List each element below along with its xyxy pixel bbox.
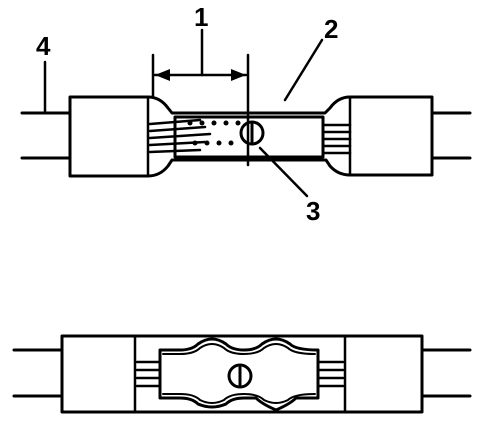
wire-strands-left-bottom — [135, 360, 162, 388]
wire-strands-right-top — [321, 123, 352, 155]
inspection-window-bottom — [227, 363, 253, 389]
splice-after-crimp — [12, 334, 472, 414]
callout-label-1: 1 — [194, 2, 208, 32]
wire-right-bottom — [420, 348, 472, 398]
wire-strands-right-bottom — [316, 360, 345, 388]
wire-strands-left-top — [148, 118, 212, 154]
shrink-sleeve-shrunk — [60, 334, 424, 414]
wire-left-bottom — [12, 348, 64, 398]
callout-label-2: 2 — [324, 14, 338, 44]
shrink-sleeve-outline — [68, 95, 434, 178]
wire-left-top — [20, 111, 72, 160]
leader-line-2 — [283, 38, 324, 102]
solder-dots — [187, 120, 241, 146]
dimension-marker — [151, 28, 250, 167]
callout-label-4: 4 — [36, 31, 51, 61]
inspection-window — [239, 120, 265, 146]
wire-right-top — [430, 111, 472, 160]
splice-before-crimp: 1 2 3 4 — [20, 2, 472, 226]
crimped-barrel — [158, 337, 320, 412]
callout-label-3: 3 — [306, 196, 320, 226]
leader-line-3 — [258, 146, 309, 198]
